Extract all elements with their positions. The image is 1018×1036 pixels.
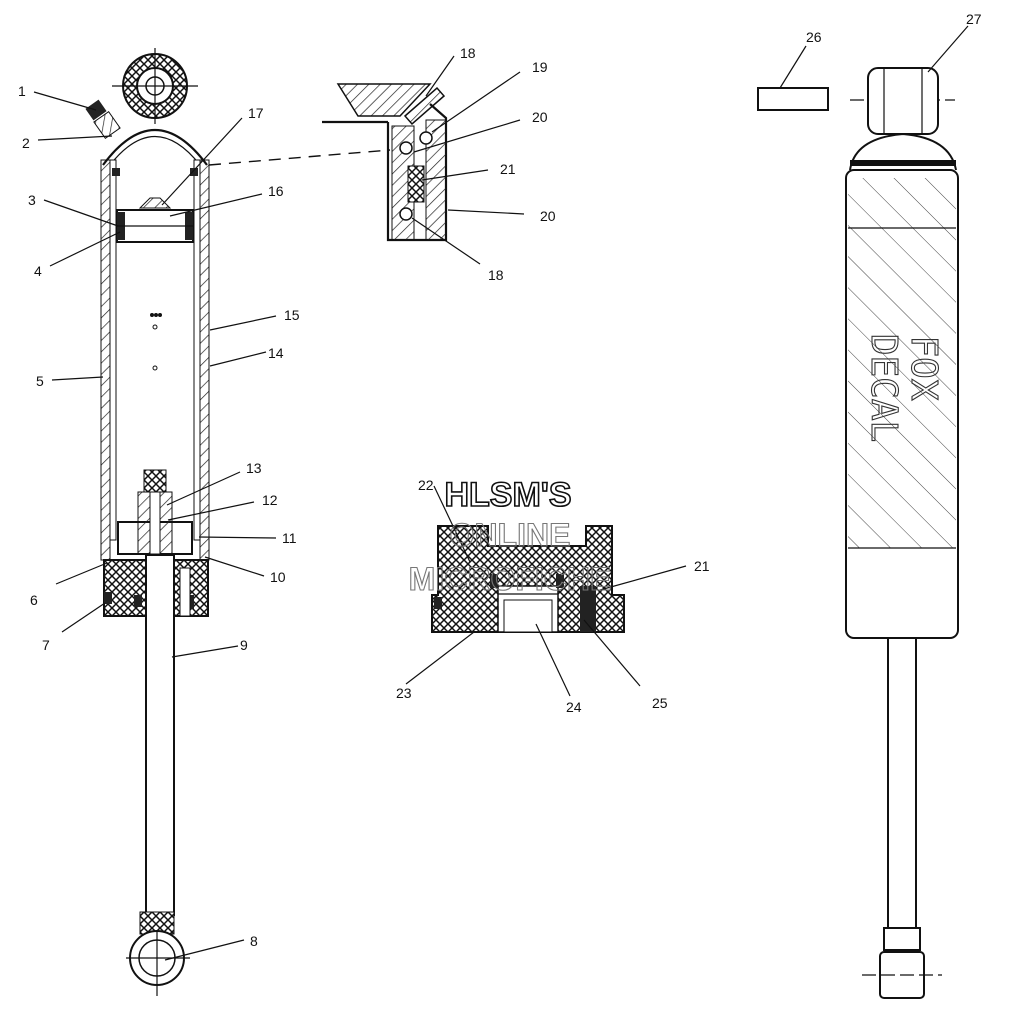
decal-area xyxy=(848,228,956,548)
callout-16: 16 xyxy=(268,183,284,199)
callout-labels: 1 2 3 4 5 6 7 8 9 10 11 12 13 14 15 16 1… xyxy=(18,11,982,949)
reservoir-cap xyxy=(102,129,208,166)
callout-27: 27 xyxy=(966,11,982,27)
piston-shaft xyxy=(145,554,175,916)
watermark: HLSM'S ONLINE MICROFICHE xyxy=(408,475,612,597)
callout-9: 9 xyxy=(240,637,248,653)
callout-7: 7 xyxy=(42,637,50,653)
callout-17: 17 xyxy=(248,105,264,121)
top-mount-eye xyxy=(112,48,198,124)
floating-piston xyxy=(116,197,194,243)
callout-24: 24 xyxy=(566,699,582,715)
callout-12: 12 xyxy=(262,492,278,508)
cap-seal-detail xyxy=(208,83,448,242)
callout-19: 19 xyxy=(532,59,548,75)
watermark-line2: ONLINE xyxy=(450,517,571,553)
watermark-line3: MICROFICHE xyxy=(409,561,612,597)
callout-10: 10 xyxy=(270,569,286,585)
shaft-exterior xyxy=(887,637,917,929)
callout-18-bottom: 18 xyxy=(488,267,504,283)
air-valve xyxy=(85,99,121,140)
callout-21-bottom: 21 xyxy=(694,558,710,574)
shock-exterior-view: FOX DECAL xyxy=(845,67,959,999)
callout-26: 26 xyxy=(806,29,822,45)
bottom-mount-eye xyxy=(126,911,190,996)
callout-22: 22 xyxy=(418,477,434,493)
seal-head-detail xyxy=(431,525,625,633)
decal-part xyxy=(757,87,829,111)
callout-21-top: 21 xyxy=(500,161,516,177)
callout-18-top: 18 xyxy=(460,45,476,61)
callout-6: 6 xyxy=(30,592,38,608)
callout-5: 5 xyxy=(36,373,44,389)
body-tube-wall-right xyxy=(199,159,210,561)
callout-25: 25 xyxy=(652,695,668,711)
callout-23: 23 xyxy=(396,685,412,701)
top-bushing xyxy=(867,67,939,135)
callout-1: 1 xyxy=(18,83,26,99)
callout-14: 14 xyxy=(268,345,284,361)
decal-line1: FOX xyxy=(903,335,944,400)
callout-2: 2 xyxy=(22,135,30,151)
callout-8: 8 xyxy=(250,933,258,949)
main-piston xyxy=(117,469,193,555)
callout-4: 4 xyxy=(34,263,42,279)
callout-20-top: 20 xyxy=(532,109,548,125)
leader-lines xyxy=(33,25,969,961)
decal-line2: DECAL xyxy=(863,334,904,442)
callout-11: 11 xyxy=(282,530,297,546)
callout-3: 3 xyxy=(28,192,36,208)
callout-15: 15 xyxy=(284,307,300,323)
callout-13: 13 xyxy=(246,460,262,476)
callout-20-bottom: 20 xyxy=(540,208,556,224)
shock-section-view xyxy=(85,48,210,996)
watermark-line1: HLSM'S xyxy=(444,476,571,514)
